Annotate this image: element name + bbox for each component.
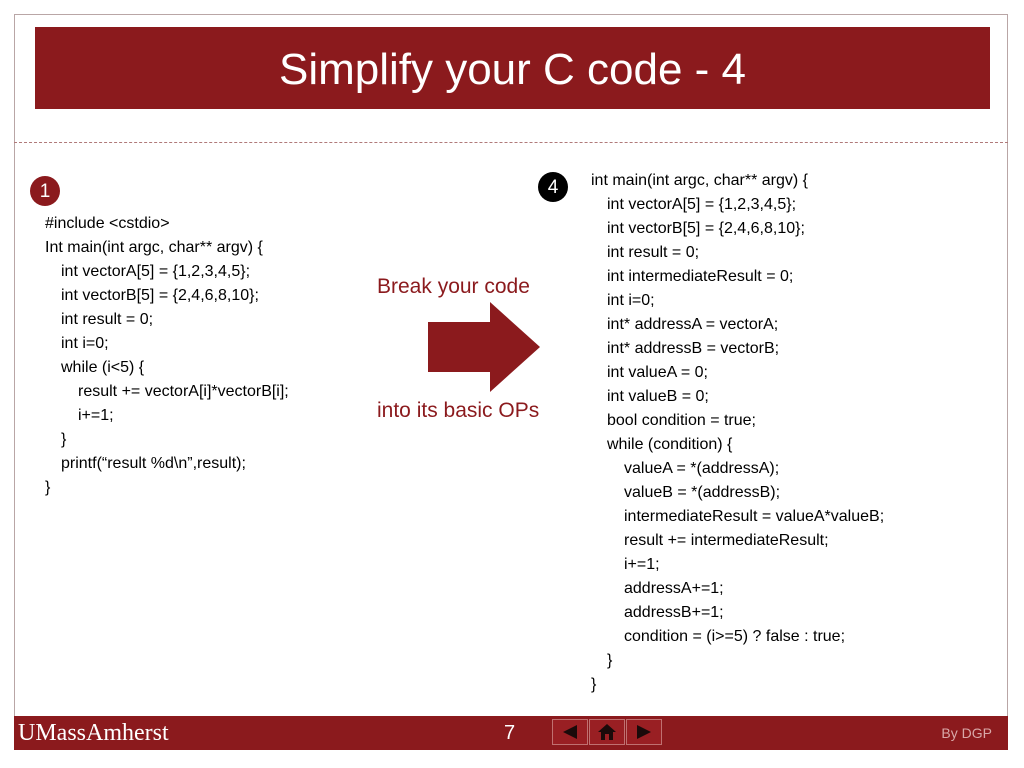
title-bar: Simplify your C code - 4: [35, 27, 990, 109]
code-line: condition = (i>=5) ? false : true;: [624, 628, 846, 645]
code-line: result += intermediateResult;: [624, 532, 829, 549]
code-line: int i=0;: [607, 292, 655, 309]
author-credit: By DGP: [941, 725, 992, 741]
code-line: }: [61, 431, 67, 448]
right-triangle-icon: [637, 725, 651, 739]
code-line: valueA = *(addressA);: [624, 460, 780, 477]
next-slide-button[interactable]: [626, 719, 662, 745]
code-line: Int main(int argc, char** argv) {: [45, 239, 263, 256]
code-line: int vectorA[5] = {1,2,3,4,5};: [607, 196, 797, 213]
right-arrow-icon: [428, 302, 540, 392]
left-triangle-icon: [563, 725, 577, 739]
home-button[interactable]: [589, 719, 625, 745]
code-line: }: [607, 652, 613, 669]
code-line: #include <cstdio>: [45, 215, 170, 232]
home-icon: [598, 724, 616, 740]
code-line: int* addressA = vectorA;: [607, 316, 779, 333]
code-line: i+=1;: [624, 556, 660, 573]
code-line: result += vectorA[i]*vectorB[i];: [78, 383, 289, 400]
code-line: int main(int argc, char** argv) {: [591, 172, 808, 189]
code-line: addressA+=1;: [624, 580, 724, 597]
step-4-badge: 4: [538, 172, 568, 202]
slide-navigation: [552, 719, 664, 745]
code-line: int intermediateResult = 0;: [607, 268, 794, 285]
slide-title: Simplify your C code - 4: [278, 45, 747, 94]
code-line: int vectorB[5] = {2,4,6,8,10};: [61, 287, 259, 304]
caption-basic-ops: into its basic OPs: [377, 399, 540, 422]
code-line: int result = 0;: [61, 311, 154, 328]
code-line: int i=0;: [61, 335, 109, 352]
footer-bar: UMassAmherst 7 By DGP: [14, 716, 1008, 750]
code-line: valueB = *(addressB);: [624, 484, 781, 501]
code-line: int* addressB = vectorB;: [607, 340, 780, 357]
page-number: 7: [504, 722, 516, 744]
simplified-code-block: int main(int argc, char** argv) { int vec…: [591, 169, 884, 697]
original-code-block: #include <cstdio> Int main(int argc, char…: [45, 212, 289, 500]
code-line: int vectorB[5] = {2,4,6,8,10};: [607, 220, 805, 237]
code-line: int valueB = 0;: [607, 388, 709, 405]
code-line: int vectorA[5] = {1,2,3,4,5};: [61, 263, 251, 280]
code-line: while (i<5) {: [61, 359, 145, 376]
code-line: int valueA = 0;: [607, 364, 708, 381]
code-line: }: [591, 676, 597, 693]
code-line: while (condition) {: [607, 436, 733, 453]
code-line: bool condition = true;: [607, 412, 756, 429]
prev-slide-button[interactable]: [552, 719, 588, 745]
umass-amherst-logo: UMassAmherst: [18, 720, 169, 746]
code-line: printf(“result %d\n”,result);: [61, 455, 246, 472]
code-line: int result = 0;: [607, 244, 700, 261]
code-line: }: [45, 479, 51, 496]
code-line: i+=1;: [78, 407, 114, 424]
code-line: addressB+=1;: [624, 604, 724, 621]
title-divider: [14, 142, 1008, 143]
caption-break-code: Break your code: [377, 275, 530, 298]
step-1-badge: 1: [30, 176, 60, 206]
code-line: intermediateResult = valueA*valueB;: [624, 508, 885, 525]
